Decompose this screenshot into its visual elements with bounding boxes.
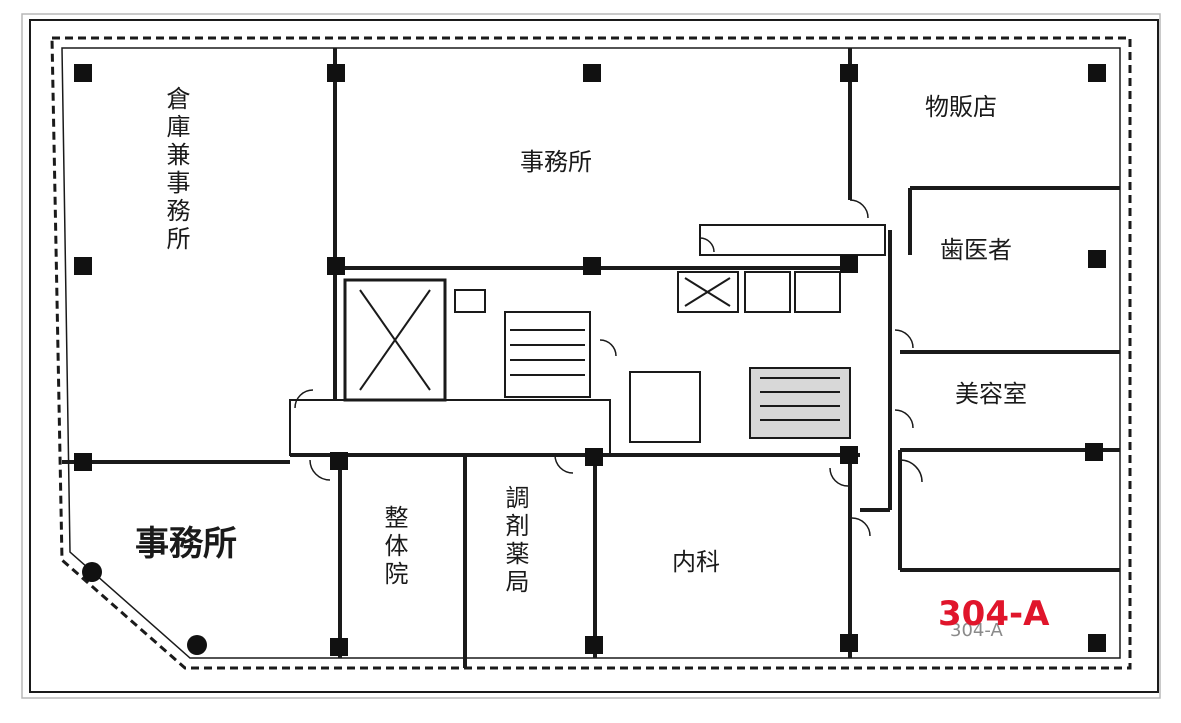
doors [294,199,923,537]
building-outline-inner [61,47,1121,659]
room-label-internal-medicine: 内科 [672,548,720,576]
columns [74,64,1106,656]
room-label-dentist: 歯医者 [940,236,1012,264]
core-elements [289,224,886,456]
room-label-office-bottom: 事務所 [135,524,237,564]
room-label-chiropractic: 整体院 [380,505,408,589]
interior-walls [62,48,1120,668]
unit-label-ghost: 304-A [950,620,1003,641]
room-label-beauty-salon: 美容室 [955,380,1027,408]
plan-border [29,19,1159,693]
image-border [21,13,1161,699]
room-label-pharmacy: 調剤薬局 [501,485,529,597]
unit-label: 304-A [938,594,1050,634]
room-label-retail-store: 物販店 [925,93,997,121]
room-label-warehouse-office: 倉庫兼事務所 [162,86,190,254]
building-outline [50,36,1132,670]
room-label-office-top: 事務所 [520,148,592,176]
